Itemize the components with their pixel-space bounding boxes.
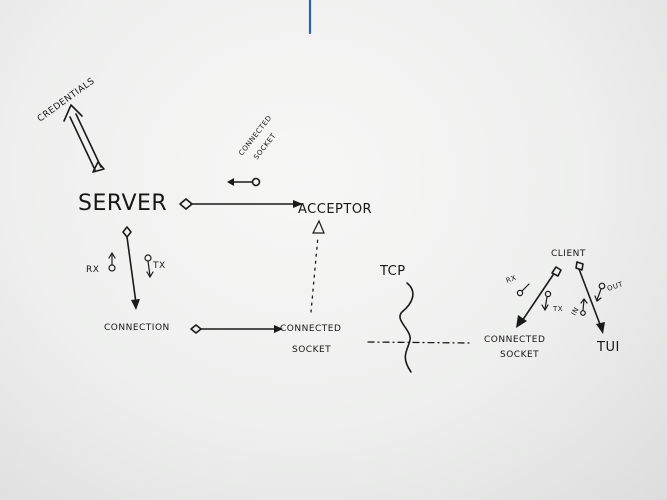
label-in: IN bbox=[570, 306, 581, 317]
label-client: CLIENT bbox=[551, 249, 586, 259]
label-connected-socket-2: SOCKET bbox=[292, 345, 331, 355]
server-credentials-arrow bbox=[63, 104, 105, 173]
server-connection-arrow bbox=[122, 226, 140, 310]
label-rx-right: RX bbox=[505, 274, 518, 285]
label-server: SERVER bbox=[78, 191, 167, 216]
label-out: OUT bbox=[606, 280, 624, 293]
label-tcp: TCP bbox=[379, 264, 406, 279]
label-rx-left: RX bbox=[86, 265, 99, 275]
connection-socket-arrow bbox=[190, 324, 283, 334]
label-tui: TUI bbox=[596, 340, 620, 355]
client-tui-arrow bbox=[575, 261, 605, 334]
label-client-socket-2: SOCKET bbox=[500, 350, 539, 360]
socket-acceptor-dotted-arrow bbox=[310, 219, 325, 313]
tcp-boundary-wave bbox=[399, 282, 414, 373]
server-acceptor-arrow bbox=[179, 198, 303, 210]
connected-socket-note-arrow bbox=[227, 177, 261, 187]
label-tx-right: TX bbox=[552, 305, 563, 313]
label-tx-left: TX bbox=[152, 261, 166, 271]
rx-tx-left-arrows bbox=[108, 251, 154, 279]
label-connected-socket-1: CONNECTED bbox=[280, 324, 341, 334]
label-client-socket-1: CONNECTED bbox=[484, 335, 545, 345]
label-connection: CONNECTION bbox=[104, 323, 170, 333]
tcp-link-line bbox=[367, 341, 471, 344]
label-acceptor: ACCEPTOR bbox=[298, 202, 372, 217]
client-rx-tx-arrows bbox=[516, 282, 606, 316]
client-socket-arrow bbox=[516, 266, 562, 328]
